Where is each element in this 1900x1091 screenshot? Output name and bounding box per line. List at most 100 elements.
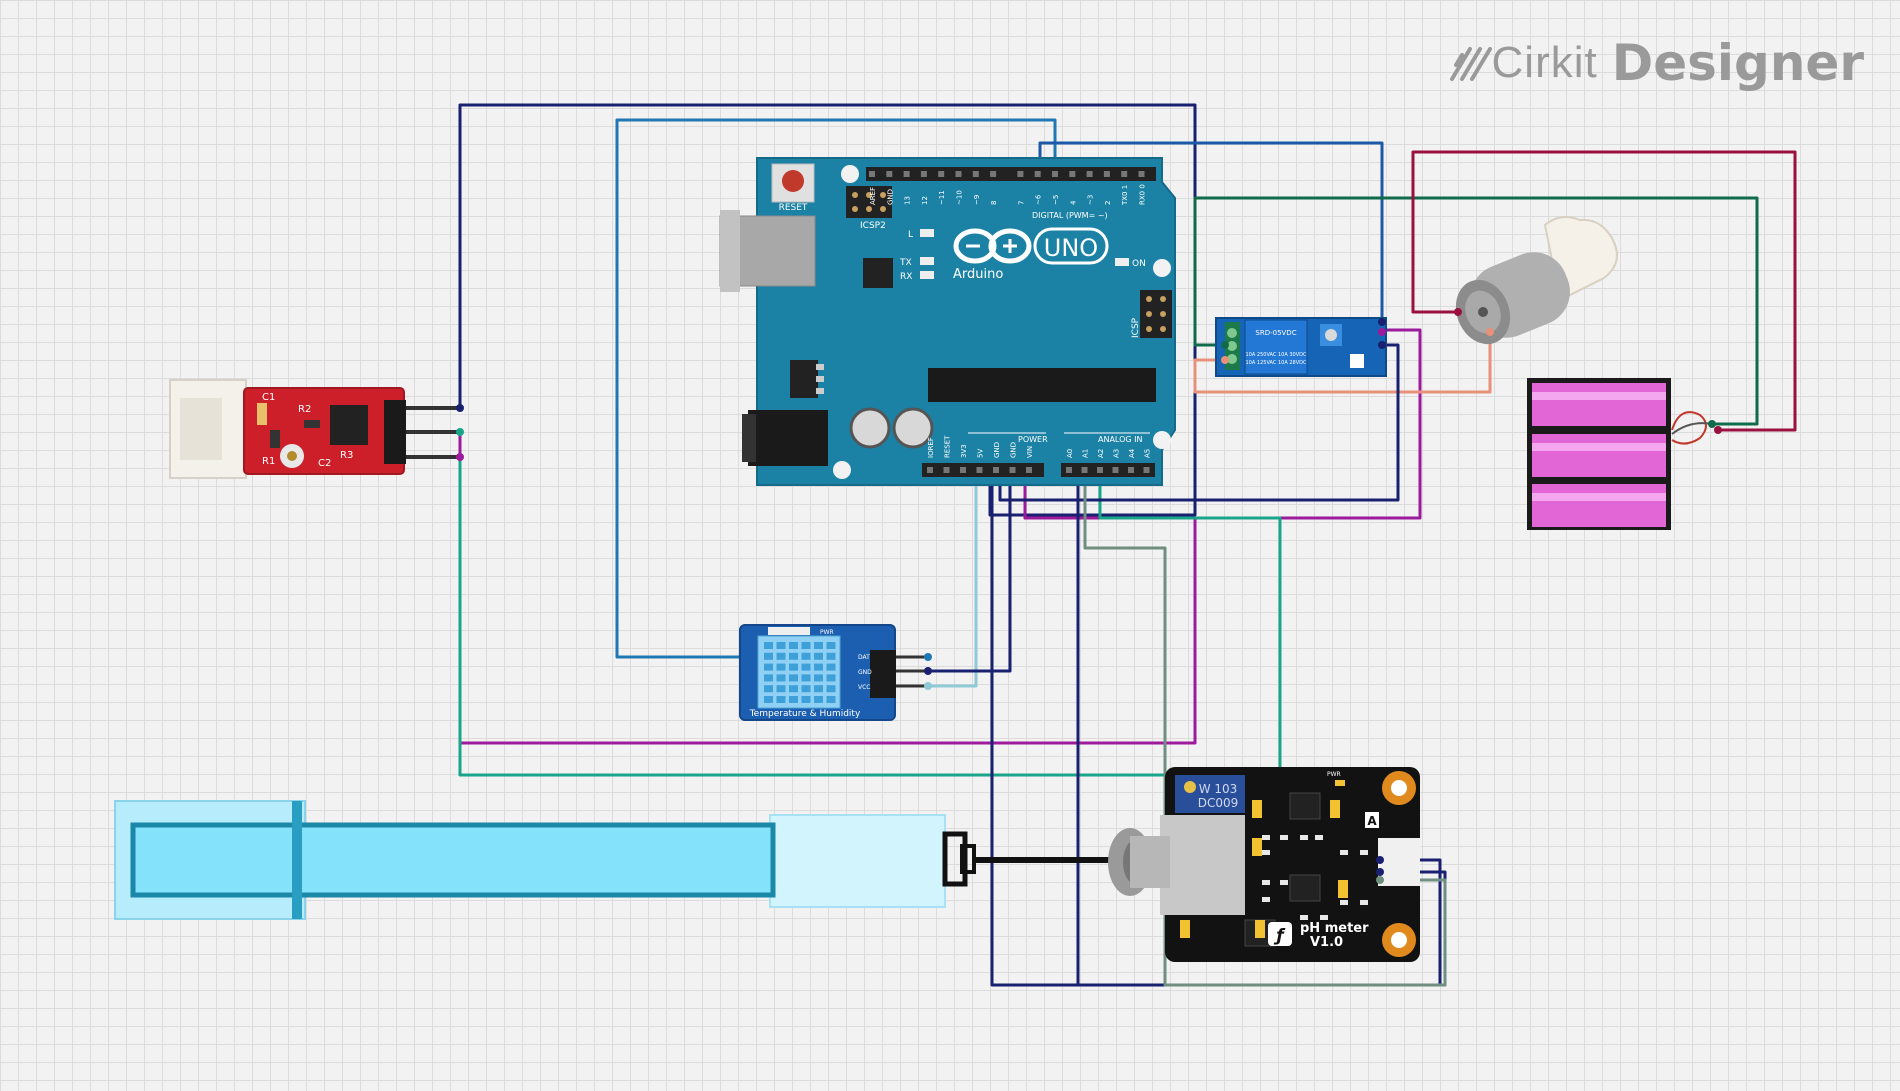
wire-teal-sensor[interactable] (458, 457, 1282, 777)
digital-pin[interactable] (938, 171, 945, 177)
logo-icon (1449, 47, 1492, 81)
dht-pin-dat: DAT (858, 654, 870, 661)
ph-probe[interactable] (114, 800, 1120, 920)
icsp-header (1140, 290, 1172, 338)
wire-gray-ph-vcc[interactable] (1083, 470, 1447, 987)
relay-pin-com[interactable] (1221, 341, 1229, 349)
digital-pin[interactable] (886, 171, 893, 177)
power-pin[interactable] (976, 467, 983, 473)
digital-pin[interactable] (1121, 171, 1128, 177)
dht-data-pin[interactable] (924, 653, 932, 661)
analog-pin[interactable] (1128, 467, 1134, 473)
digital-pin[interactable] (1052, 171, 1058, 177)
icsp2-header (846, 186, 892, 218)
analog-pin[interactable] (1112, 467, 1119, 473)
wire-green-battery[interactable] (1193, 196, 1759, 426)
wire-purple-relay[interactable] (1023, 328, 1422, 520)
atmega-chip (928, 368, 1156, 402)
power-pin[interactable] (927, 467, 933, 473)
analog-pin[interactable] (1143, 467, 1150, 473)
wire-lightblue-3v3[interactable] (928, 470, 978, 688)
wire-navy-dht-gnd[interactable] (928, 470, 1012, 673)
digital-label: DIGITAL (PWM= ~) (1032, 211, 1108, 220)
ph-pot[interactable] (1175, 775, 1245, 813)
digital-pin[interactable] (1017, 171, 1024, 177)
battery-cell (1532, 434, 1666, 477)
battery-pin-negative[interactable] (1708, 420, 1716, 428)
digital-pin[interactable] (1034, 171, 1041, 177)
led-l (920, 229, 934, 237)
arduino-uno[interactable]: RESET ICSP2 L TX RX ON (719, 157, 1176, 486)
reset-button-cap[interactable] (782, 170, 804, 192)
dht-vcc-pin[interactable] (924, 682, 932, 690)
digital-pin-label: ~6 (1035, 194, 1043, 205)
relay-pin-no[interactable] (1221, 356, 1229, 364)
analog-pin[interactable] (1097, 467, 1103, 473)
led-rx (920, 271, 934, 279)
digital-pin[interactable] (972, 171, 979, 177)
digital-pin[interactable] (903, 171, 910, 177)
wire-navy-gnd-relay[interactable] (998, 343, 1400, 502)
digital-pin[interactable] (1138, 171, 1145, 177)
pump-pin-negative[interactable] (1486, 328, 1494, 336)
water-pump[interactable] (1447, 215, 1618, 352)
icsp-label: ICSP (1131, 317, 1141, 338)
digital-pin-label: 7 (1017, 201, 1025, 205)
wire-salmon-relay-pump[interactable] (1193, 332, 1492, 394)
relay-pin-gnd[interactable] (1378, 341, 1386, 349)
digital-pin[interactable] (1086, 171, 1093, 177)
sensor-ic (330, 405, 368, 445)
mounting-hole (841, 165, 859, 183)
battery-pack[interactable] (1527, 378, 1722, 530)
mounting-hole (1153, 431, 1171, 449)
power-pin[interactable] (943, 467, 950, 473)
analog-pin[interactable] (1066, 467, 1072, 473)
sensor-pin-vcc[interactable] (456, 428, 464, 436)
digital-pin-label: 4 (1069, 200, 1077, 205)
probe-body (130, 822, 776, 898)
ph-pin-signal[interactable] (1376, 856, 1384, 864)
probe-tip (769, 814, 946, 908)
digital-pin[interactable] (990, 171, 997, 177)
battery-pin-positive[interactable] (1714, 426, 1722, 434)
digital-pin[interactable] (920, 171, 927, 177)
ph-meter-board[interactable]: W 103 DC009 PWR A (1108, 767, 1420, 962)
power-pin[interactable] (993, 467, 999, 473)
wire-blue-dht-data[interactable] (615, 118, 1057, 659)
relay-pin-in[interactable] (1378, 318, 1386, 326)
power-pin-label: VIN (1026, 446, 1034, 458)
cirkit-designer-logo: Cirkit Designer (1448, 34, 1864, 92)
ph-pin-gnd[interactable] (1376, 868, 1384, 876)
power-pin[interactable] (960, 467, 966, 473)
digital-pin[interactable] (1103, 171, 1110, 177)
relay-module[interactable]: SRD-05VDC 10A 250VAC 10A 30VDC 10A 125VA… (1215, 317, 1387, 377)
relay-pin-vcc[interactable] (1378, 328, 1386, 336)
power-pin-label: IOREF (927, 437, 935, 458)
mounting-hole (1153, 259, 1171, 277)
power-jack-edge (742, 414, 756, 462)
sensor-pin-out[interactable] (456, 404, 464, 412)
power-pin[interactable] (1026, 467, 1032, 473)
wire-maroon-pump[interactable] (1411, 150, 1797, 432)
ph-pin-vcc[interactable] (1376, 876, 1384, 884)
battery-cell (1532, 383, 1666, 426)
analog-pin-label: A5 (1144, 449, 1152, 458)
digital-pin[interactable] (955, 171, 962, 177)
icsp2-label: ICSP2 (860, 221, 886, 231)
analog-pin[interactable] (1081, 467, 1088, 473)
ph-ic (1289, 792, 1321, 820)
digital-pin[interactable] (1069, 171, 1076, 177)
analog-pin-label: A0 (1066, 449, 1074, 458)
dht-gnd-pin[interactable] (924, 667, 932, 675)
digital-pin-label: ~5 (1052, 195, 1060, 205)
sensor-pin-gnd[interactable] (456, 453, 464, 461)
digital-pin[interactable] (869, 171, 875, 177)
pump-pin-positive[interactable] (1454, 308, 1462, 316)
usb-chip (863, 258, 893, 288)
dht11-sensor[interactable]: PWR DAT GND VCC Temperature & Humidity (739, 624, 932, 721)
brand-label: Arduino (953, 267, 1003, 282)
power-pin[interactable] (1009, 467, 1016, 473)
